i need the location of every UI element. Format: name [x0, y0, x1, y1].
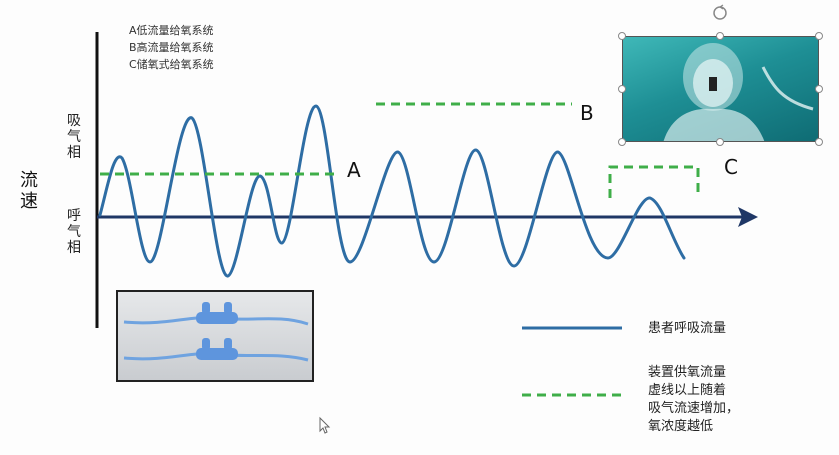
rotate-handle-icon[interactable] [711, 4, 729, 22]
resize-handle-nw[interactable] [618, 32, 626, 40]
resize-handle-se[interactable] [815, 138, 823, 146]
flow-rate-label: 流速 [20, 170, 38, 212]
legend-solid-label: 患者呼吸流量 [648, 321, 727, 336]
resize-handle-e[interactable] [815, 85, 823, 93]
legend-dashed-line-3: 吸气流速增加， [648, 401, 740, 416]
legend-dashed-line-2: 虚线以上随着 [648, 383, 727, 398]
mouse-cursor-icon [319, 416, 331, 434]
resize-handle-s[interactable] [716, 138, 724, 146]
marker-a: A [347, 158, 361, 182]
system-b-label: B高流量给氧系统 [129, 41, 214, 54]
inspiratory-phase-label: 吸气相 [67, 113, 81, 161]
system-a-label: A低流量给氧系统 [129, 24, 214, 37]
legend-dashed-line-1: 装置供氧流量 [648, 365, 727, 380]
expiratory-phase-label: 呼气相 [67, 208, 81, 256]
marker-b: B [580, 101, 594, 125]
time-axis-arrow [738, 207, 758, 227]
marker-c: C [724, 155, 738, 179]
legend-dashed-label: 装置供氧流量 虚线以上随着 吸气流速增加， 氧浓度越低 [648, 364, 739, 436]
resize-handle-sw[interactable] [618, 138, 626, 146]
legend-dashed-line-4: 氧浓度越低 [648, 419, 714, 434]
mask-illustration [663, 43, 814, 141]
resize-handle-ne[interactable] [815, 32, 823, 40]
patient-flow-wave [98, 104, 686, 278]
resize-handle-w[interactable] [618, 85, 626, 93]
supply-line-c [608, 165, 700, 198]
system-c-label: C储氧式给氧系统 [129, 58, 214, 71]
reservoir-mask-photo[interactable] [622, 36, 819, 142]
resize-handle-n[interactable] [716, 32, 724, 40]
cannula-illustration [123, 302, 309, 362]
system-list: A低流量给氧系统 B高流量给氧系统 C储氧式给氧系统 [129, 22, 214, 73]
nasal-cannula-photo [116, 290, 314, 382]
